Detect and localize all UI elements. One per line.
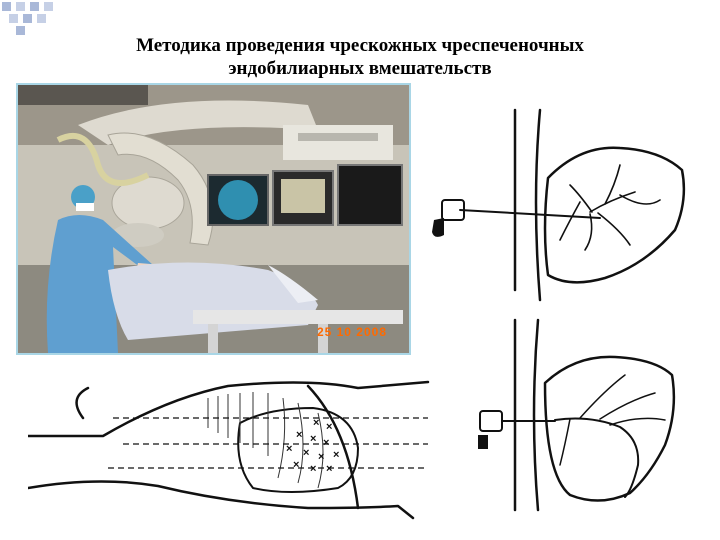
title-line-1: Методика проведения чрескожных чреспечен…: [136, 35, 584, 56]
liver-catheter-diagram-bottom: [478, 318, 676, 512]
svg-text:×: ×: [303, 447, 309, 459]
slide-title: Методика проведения чрескожных чреспечен…: [60, 34, 660, 80]
liver-puncture-diagram-top: [432, 108, 686, 302]
title-line-2: эндобилиарных вмешательств: [228, 58, 492, 79]
svg-text:×: ×: [333, 449, 339, 461]
operating-room-photo: 25 10 2008: [16, 83, 411, 355]
svg-text:×: ×: [286, 443, 292, 455]
svg-text:×: ×: [313, 417, 319, 429]
svg-text:×: ×: [326, 421, 332, 433]
svg-text:×: ×: [296, 429, 302, 441]
svg-text:×: ×: [323, 437, 329, 449]
svg-text:×: ×: [293, 459, 299, 471]
svg-text:×: ×: [318, 451, 324, 463]
decorative-squares: [2, 2, 53, 35]
svg-text:×: ×: [310, 463, 316, 475]
patient-body-marking-diagram: ×× ××× ×××× ×××: [28, 380, 430, 520]
photo-datestamp: 25 10 2008: [316, 325, 387, 339]
svg-text:×: ×: [326, 463, 332, 475]
svg-text:×: ×: [310, 433, 316, 445]
